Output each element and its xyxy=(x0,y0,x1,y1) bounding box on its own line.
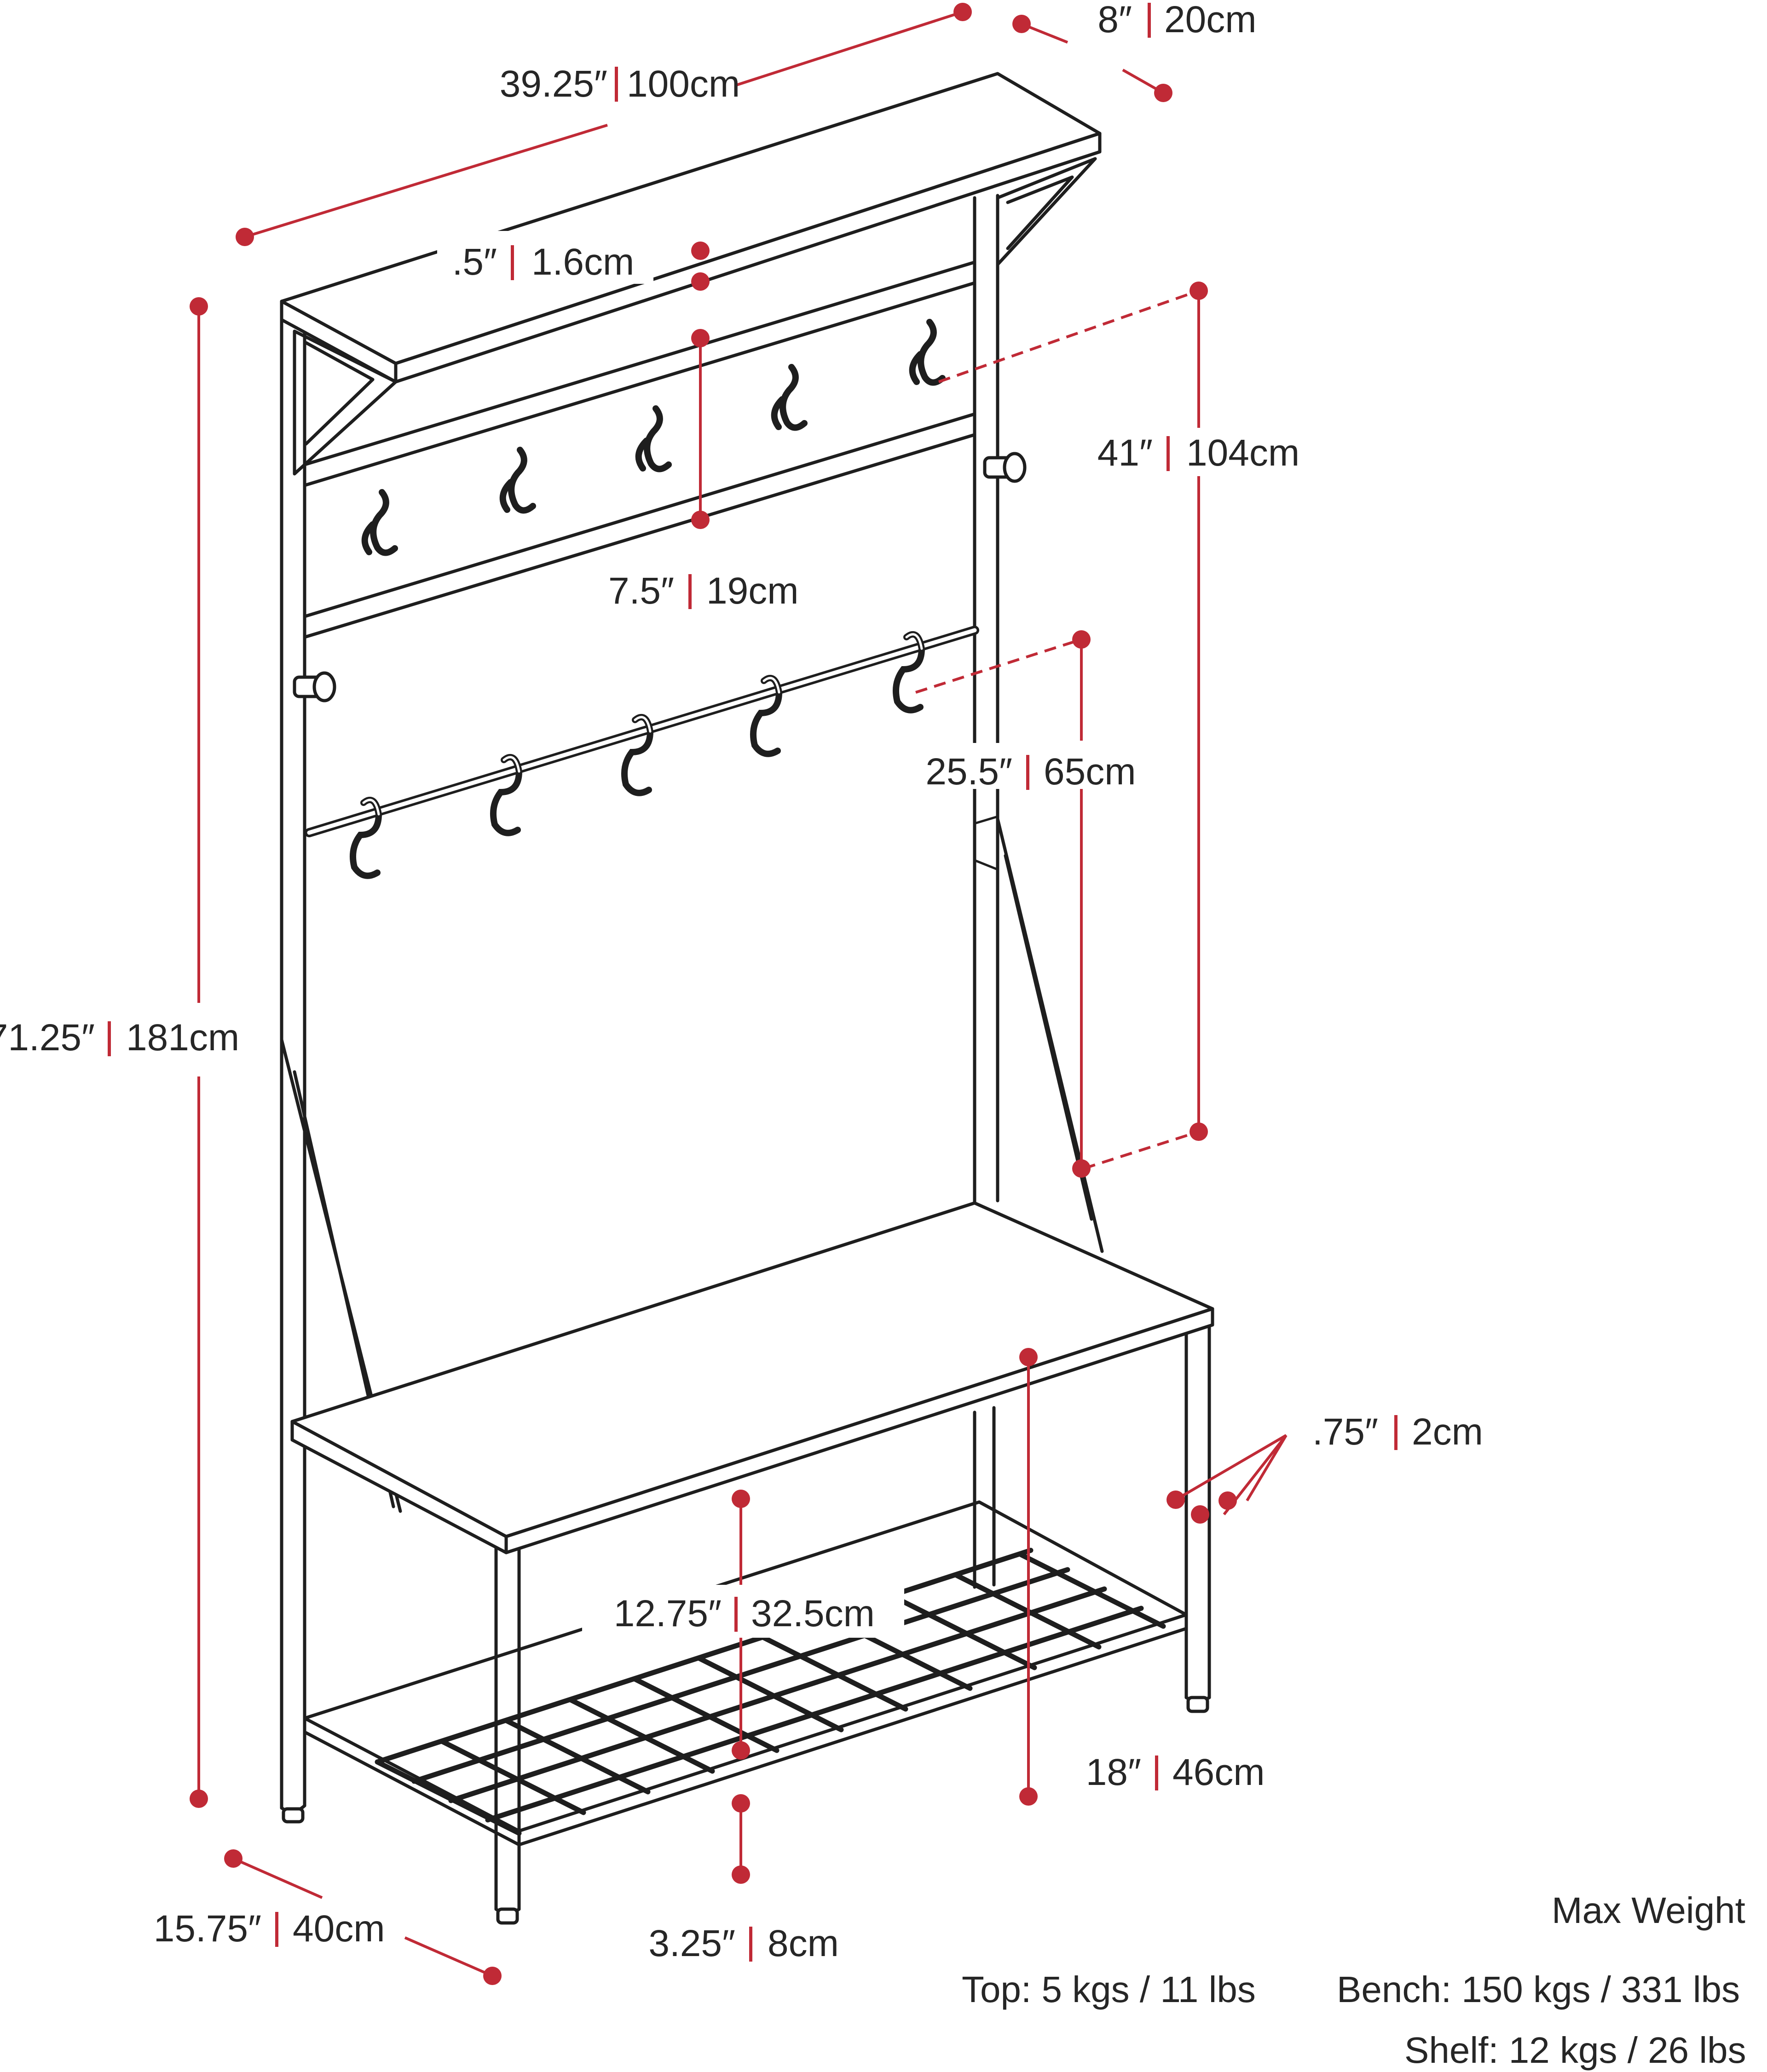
left-shelf-bracket xyxy=(293,329,398,476)
max-weight-bench: Bench: 150 kgs / 331 lbs xyxy=(1337,1969,1740,2010)
hook-board-top-rail xyxy=(303,260,976,487)
front-left-post xyxy=(280,302,306,1810)
board-hook-5 xyxy=(909,319,946,386)
board-hooks xyxy=(361,319,946,556)
dim-hook-board-imperial: 7.5″ xyxy=(608,570,674,612)
board-hook-4 xyxy=(771,364,808,431)
rod-hook-4 xyxy=(750,674,783,757)
dim-overall-height-imperial: 71.25″ xyxy=(0,1017,95,1059)
hook-board-bottom-rail xyxy=(303,412,976,639)
dim-bench-height-imperial: 18″ xyxy=(1086,1751,1141,1793)
dim-rod-height-imperial: 25.5″ xyxy=(925,751,1012,793)
dim-frame-height-imperial: 41″ xyxy=(1097,432,1153,474)
side-knob-right xyxy=(983,452,1027,483)
rod-hook-1 xyxy=(350,796,382,879)
hanging-rod xyxy=(305,626,979,837)
dim-bench-height-metric: 46cm xyxy=(1172,1751,1265,1793)
dim-clearance-imperial: 3.25″ xyxy=(648,1922,735,1964)
front-leg-right xyxy=(1184,1318,1211,1699)
top-shelf xyxy=(280,72,1102,365)
dim-shelf-thickness-imperial: .5″ xyxy=(452,241,497,283)
rod-hook-2 xyxy=(490,754,523,836)
dim-hook-board-metric: 19cm xyxy=(706,570,799,612)
hall-tree-drawing xyxy=(280,72,1214,1925)
dim-depth-metric: 40cm xyxy=(293,1908,385,1950)
dim-bench-to-shelf-imperial: 12.75″ xyxy=(614,1593,722,1635)
dim-leg-thickness-imperial: .75″ xyxy=(1312,1411,1378,1453)
dim-overall-width-imperial: 39.25″ xyxy=(500,63,607,105)
bench-seat xyxy=(290,1201,1214,1554)
dim-depth-imperial: 15.75″ xyxy=(154,1908,261,1950)
board-hook-2 xyxy=(499,447,536,514)
dim-frame-height-metric: 104cm xyxy=(1186,432,1299,474)
dimension-annotations xyxy=(190,3,1288,1985)
dim-rod-height-metric: 65cm xyxy=(1044,751,1136,793)
max-weight-block: Max Weight Top: 5 kgs / 11 lbs Bench: 15… xyxy=(962,1890,1746,2071)
right-strap xyxy=(996,817,1104,1253)
foot-front-left xyxy=(496,1907,519,1925)
dim-leg-thickness-metric: 2cm xyxy=(1412,1411,1483,1453)
dim-top-depth-metric: 20cm xyxy=(1164,0,1257,40)
dim-clearance-metric: 8cm xyxy=(768,1922,839,1964)
board-hook-1 xyxy=(361,489,398,556)
back-right-post xyxy=(973,194,999,1205)
board-hook-3 xyxy=(635,405,672,472)
max-weight-shelf: Shelf: 12 kgs / 26 lbs xyxy=(1404,2030,1746,2071)
dim-top-depth-imperial: 8″ xyxy=(1097,0,1132,40)
foot-front-right xyxy=(1186,1696,1209,1713)
right-shelf-bracket xyxy=(996,157,1097,266)
dim-shelf-thickness-metric: 1.6cm xyxy=(531,241,634,283)
dimension-labels: 39.25″ 100cm 8″ 20cm .5″ 1.6cm 71.25″ 18… xyxy=(0,0,1483,1964)
dim-overall-width-metric: 100cm xyxy=(627,63,740,105)
max-weight-title: Max Weight xyxy=(1552,1890,1745,1931)
dim-overall-height-metric: 181cm xyxy=(126,1017,239,1059)
foot-back-left xyxy=(282,1807,305,1824)
side-knob-left xyxy=(293,671,336,702)
bottom-shelf xyxy=(303,1500,1188,1847)
rod-hooks xyxy=(350,631,925,879)
rod-hook-5 xyxy=(893,631,925,714)
rod-hook-3 xyxy=(621,714,654,796)
dim-bench-to-shelf-metric: 32.5cm xyxy=(751,1593,875,1635)
max-weight-top: Top: 5 kgs / 11 lbs xyxy=(962,1969,1256,2010)
